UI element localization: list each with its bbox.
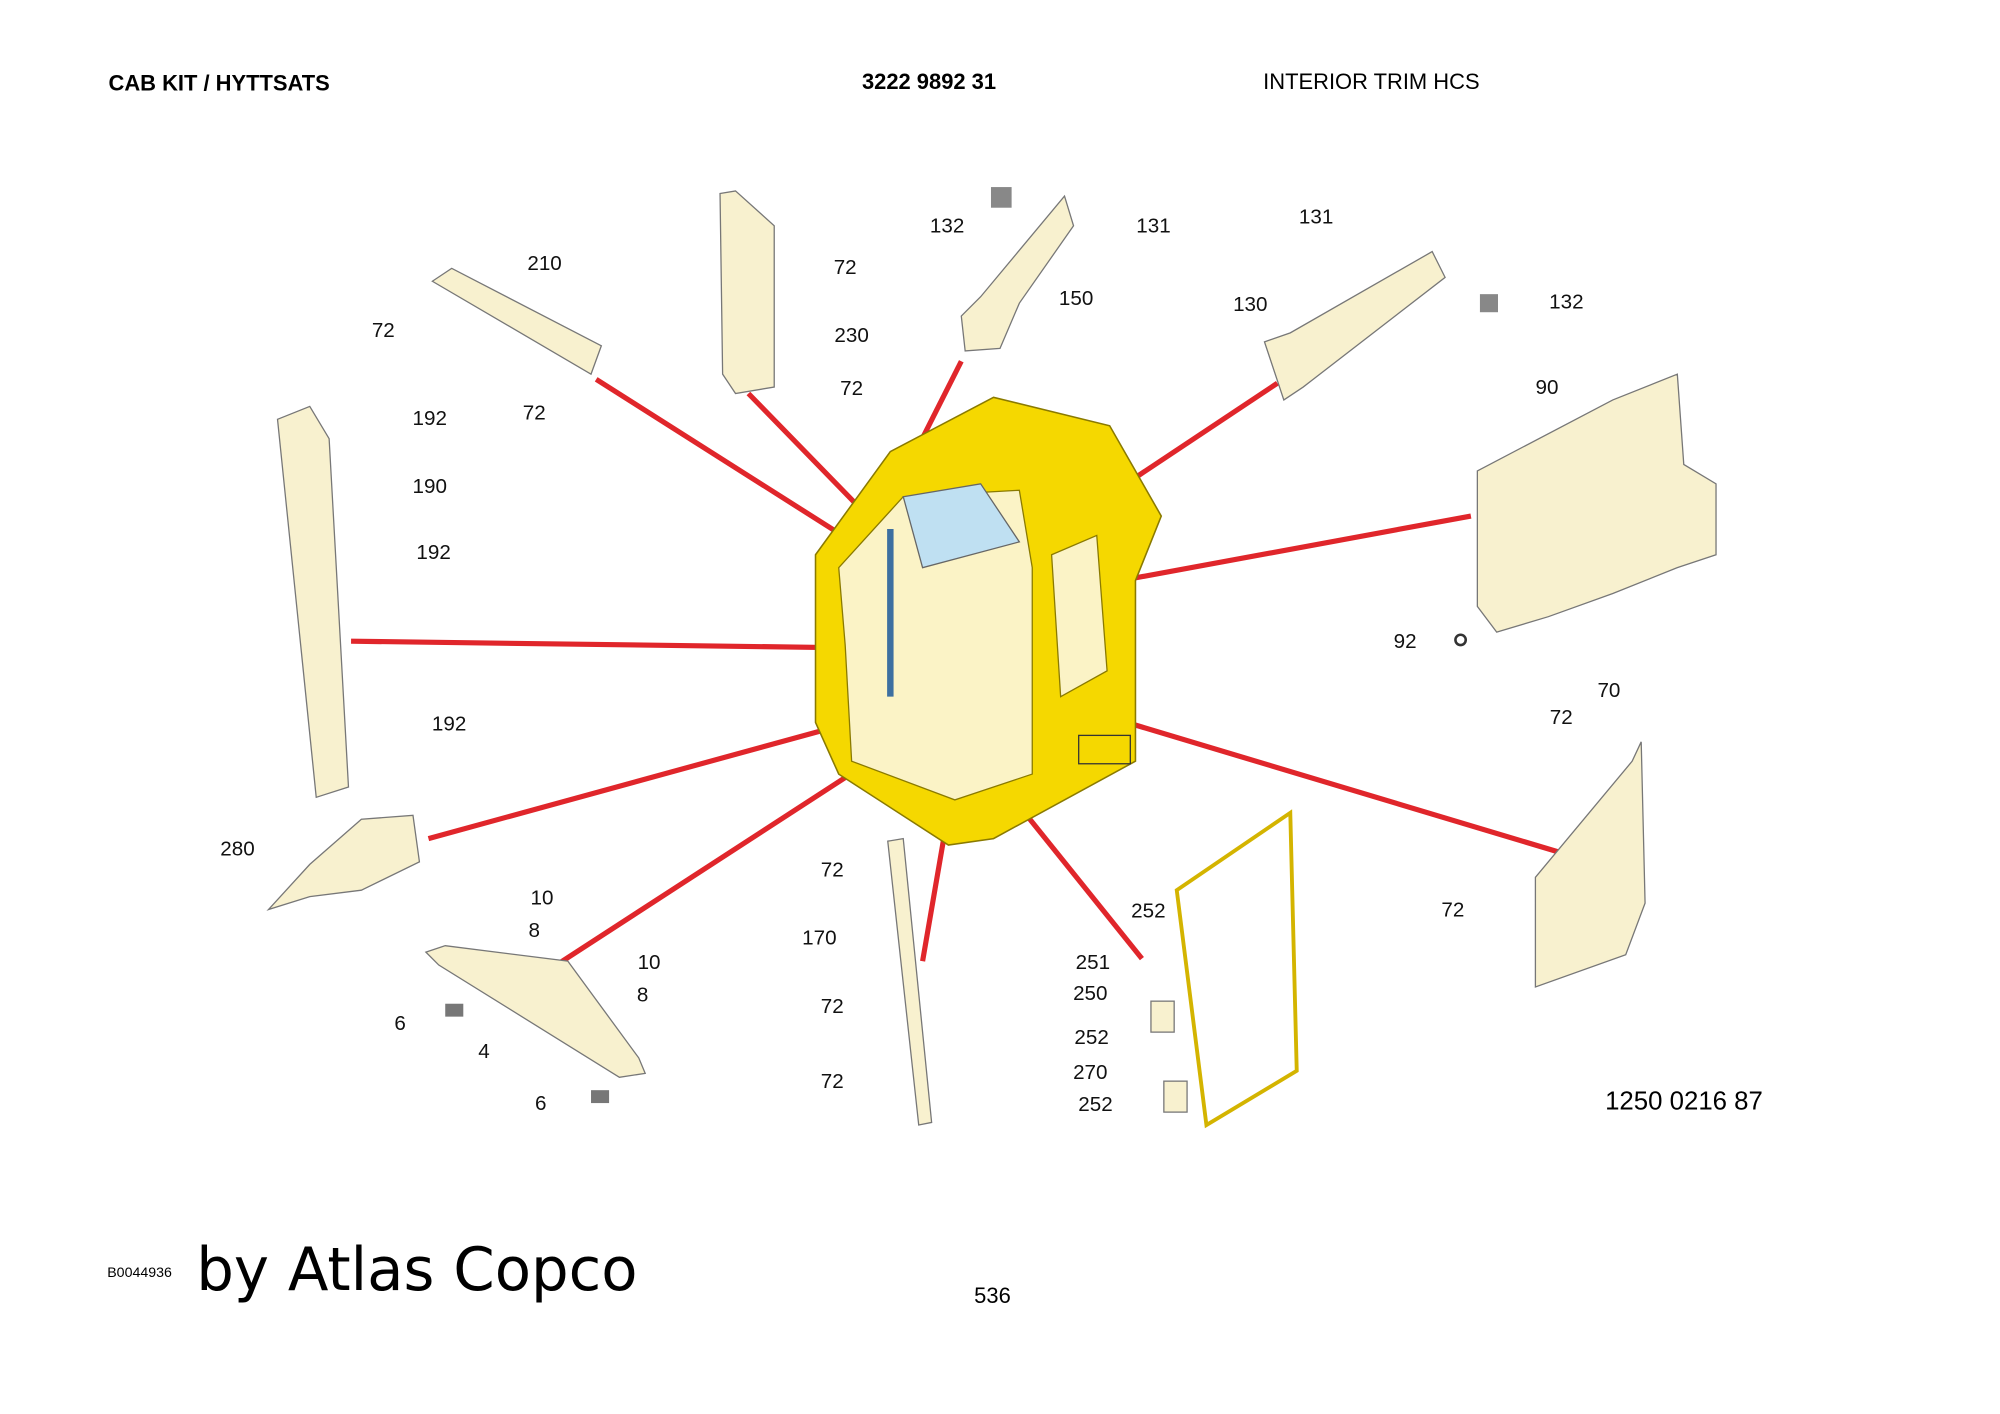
callout: 72 — [523, 402, 546, 425]
callout: 8 — [529, 919, 540, 942]
callout: 210 — [527, 252, 561, 275]
callout: 132 — [930, 215, 964, 238]
part-drawings — [266, 187, 1717, 1129]
callout: 190 — [413, 475, 447, 498]
callout: 131 — [1136, 215, 1170, 238]
callout: 72 — [834, 256, 857, 279]
callout: 92 — [1394, 630, 1417, 653]
callout: 270 — [1073, 1061, 1107, 1084]
callout: 150 — [1059, 287, 1093, 310]
callout: 230 — [834, 324, 868, 347]
callout: 10 — [638, 951, 661, 974]
callout: 72 — [821, 1070, 844, 1093]
callout: 192 — [416, 541, 450, 564]
callout: 192 — [432, 713, 466, 736]
callout: 252 — [1078, 1093, 1112, 1116]
callout: 6 — [394, 1012, 405, 1035]
section-title: CAB KIT / HYTTSATS — [109, 70, 330, 95]
callout: 170 — [802, 927, 836, 950]
callout: 70 — [1597, 679, 1620, 702]
callout: 72 — [840, 377, 863, 400]
callout: 72 — [821, 858, 844, 881]
callout: 72 — [1550, 706, 1573, 729]
callout: 72 — [1441, 898, 1464, 921]
callout: 130 — [1233, 293, 1267, 316]
brand-watermark: by Atlas Copco — [196, 1235, 637, 1304]
callout: 280 — [220, 838, 254, 861]
callout: 10 — [531, 887, 554, 910]
callout: 72 — [821, 995, 844, 1018]
callout: 252 — [1074, 1026, 1108, 1049]
callout: 131 — [1299, 205, 1333, 228]
part-number: 3222 9892 31 — [862, 69, 996, 94]
callout-labels: 210 72 72 192 190 192 192 280 10 8 10 8 … — [220, 205, 1620, 1116]
assembly-leader-lines — [351, 360, 1575, 973]
callout: 251 — [1076, 951, 1110, 974]
callout: 4 — [478, 1040, 489, 1063]
callout: 72 — [372, 319, 395, 342]
callout: 8 — [637, 983, 648, 1006]
page-number: 536 — [974, 1283, 1011, 1308]
part-description: INTERIOR TRIM HCS — [1263, 69, 1479, 94]
callout: 252 — [1131, 900, 1165, 923]
drawing-number: 1250 0216 87 — [1605, 1088, 1763, 1116]
callout: 6 — [535, 1092, 546, 1115]
callout: 132 — [1549, 291, 1583, 314]
image-code: B0044936 — [107, 1265, 172, 1281]
cab-assembly — [814, 396, 1163, 846]
callout: 192 — [413, 407, 447, 430]
callout: 250 — [1073, 982, 1107, 1005]
callout: 90 — [1536, 376, 1559, 399]
